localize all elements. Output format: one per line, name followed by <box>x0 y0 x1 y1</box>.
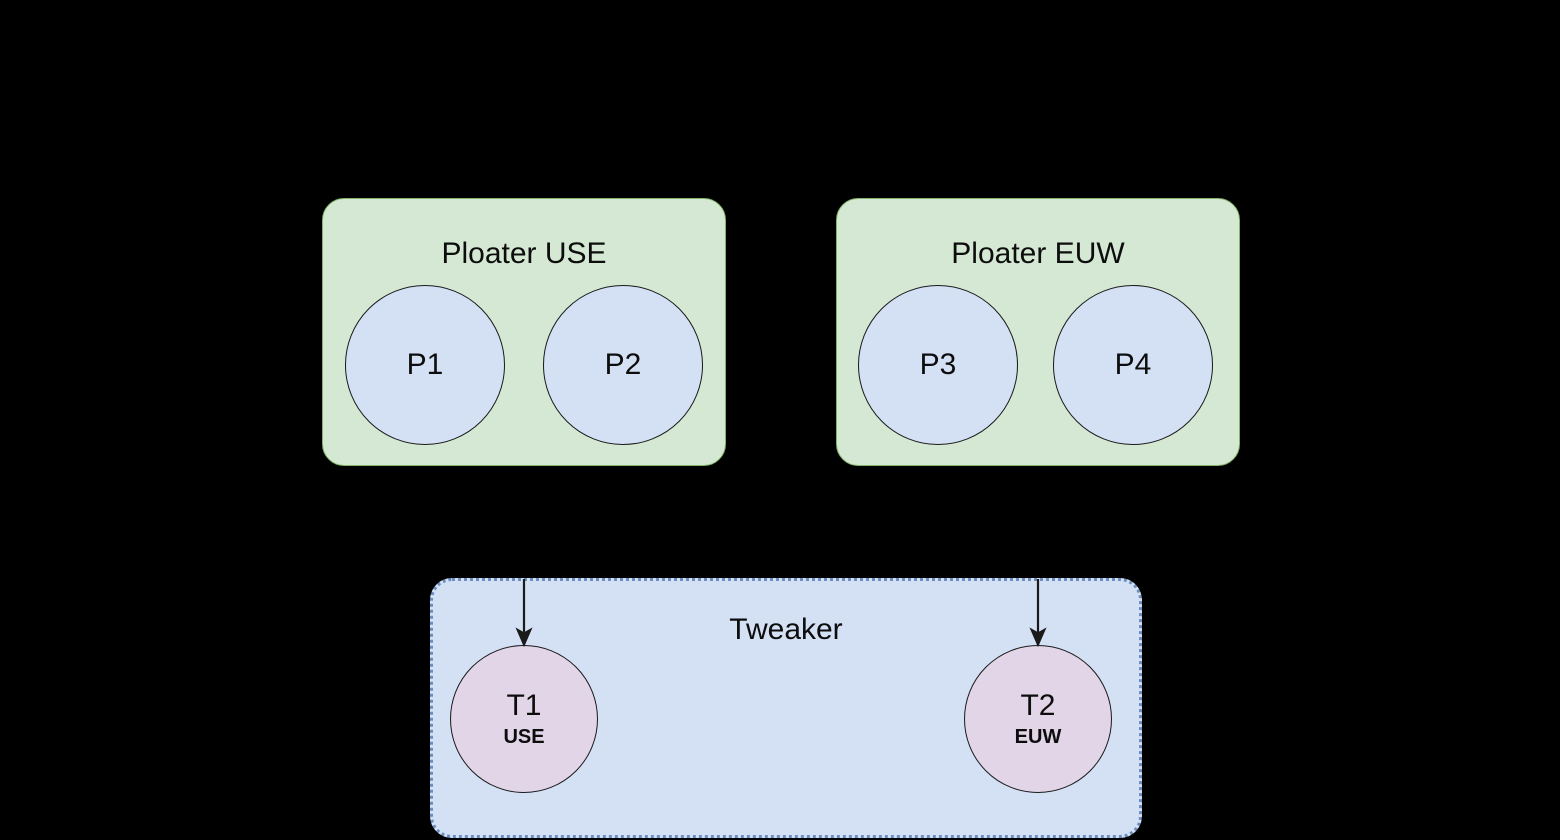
group-ploater-use-title: Ploater USE <box>441 237 607 270</box>
node-t2-label: T2 <box>1020 689 1056 722</box>
group-tweaker-title: Tweaker <box>729 613 843 646</box>
node-p4-label: P4 <box>1114 348 1152 381</box>
node-p3[interactable]: P3 <box>858 285 1018 445</box>
node-p2-label: P2 <box>604 348 642 381</box>
group-ploater-euw-title: Ploater EUW <box>951 237 1125 270</box>
node-p1[interactable]: P1 <box>345 285 505 445</box>
node-t1-sublabel: USE <box>503 726 545 748</box>
node-p3-label: P3 <box>919 348 957 381</box>
node-p4[interactable]: P4 <box>1053 285 1213 445</box>
node-p1-label: P1 <box>406 348 444 381</box>
node-t1-label: T1 <box>506 689 542 722</box>
node-t2[interactable]: T2 EUW <box>964 645 1112 793</box>
node-t2-sublabel: EUW <box>1014 726 1062 748</box>
node-t1[interactable]: T1 USE <box>450 645 598 793</box>
node-p2[interactable]: P2 <box>543 285 703 445</box>
